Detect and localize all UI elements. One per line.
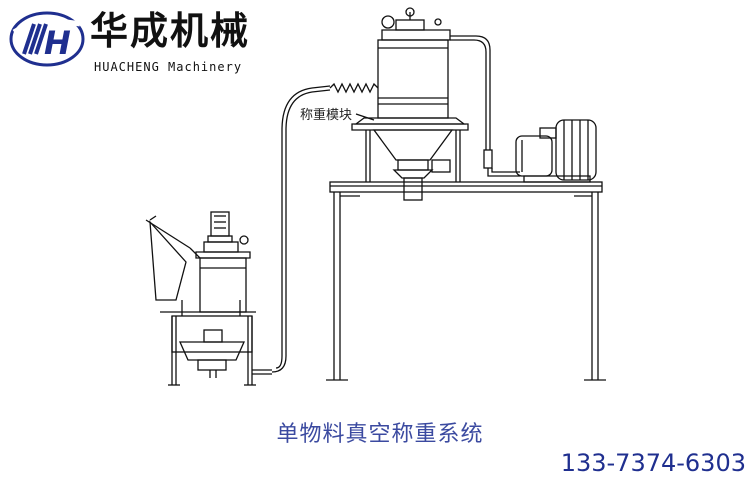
callout-leader [355, 113, 375, 121]
support-frame [326, 181, 606, 381]
weighing-module-label: 称重模块 [300, 108, 353, 123]
vacuum-line [450, 35, 520, 177]
logo-mark-letter: H [44, 24, 71, 62]
vortex-blower [515, 119, 597, 183]
logo-name-cn: 华成机械 [90, 9, 251, 53]
contact-phone: 133-7374-6303 [560, 449, 746, 477]
vacuum-receiver [351, 7, 469, 201]
logo-mark-icon: H [9, 11, 85, 67]
conveying-hose [271, 82, 379, 373]
diagram-caption: 单物料真空称重系统 [276, 422, 484, 447]
logo-name-en: HUACHENG Machinery [94, 60, 243, 74]
feeding-station [145, 211, 272, 386]
